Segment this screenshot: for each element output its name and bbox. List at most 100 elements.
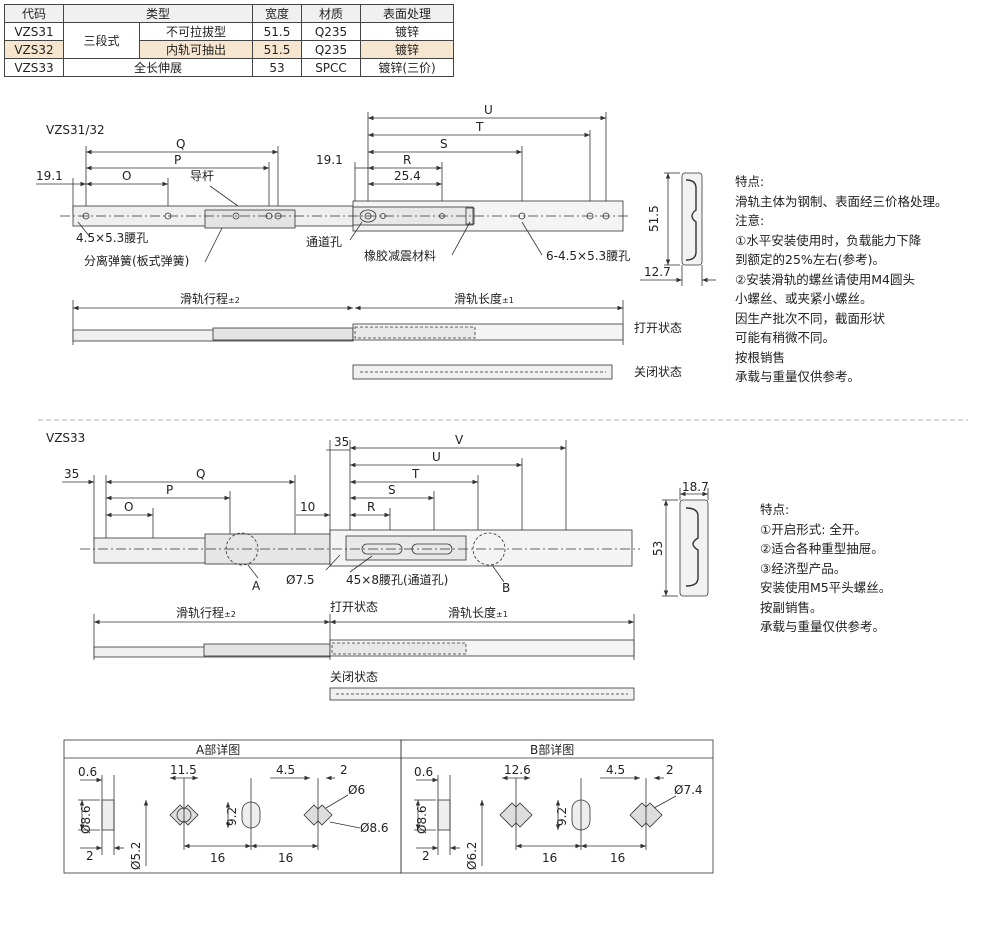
dim-U2: U bbox=[432, 450, 441, 464]
dim-R2: R bbox=[367, 500, 375, 514]
th-type: 类型 bbox=[63, 4, 253, 23]
note-line: 可能有稍微不同。 bbox=[735, 330, 836, 345]
fig1-title: VZS31/32 bbox=[46, 123, 105, 137]
dim-25-4: 25.4 bbox=[394, 169, 421, 183]
label-A: A bbox=[252, 579, 261, 593]
label-rubber: 橡胶减震材料 bbox=[364, 248, 436, 263]
dim-10: 10 bbox=[300, 500, 315, 514]
cell-material: Q235 bbox=[301, 22, 361, 41]
dim-dia-7-5: Ø7.5 bbox=[286, 573, 315, 587]
label-B: B bbox=[502, 581, 510, 595]
dim-P2: P bbox=[166, 483, 173, 497]
detail-b-0-6: 0.6 bbox=[414, 765, 433, 779]
detail-b-dia-7-4: Ø7.4 bbox=[674, 783, 703, 797]
note-line: ②适合各种重型抽屉。 bbox=[760, 541, 884, 556]
note-line: ②安装滑轨的螺丝请使用M4圆头 bbox=[735, 271, 915, 287]
cell-width: 53 bbox=[252, 58, 302, 77]
detail-a-16b: 16 bbox=[278, 851, 293, 865]
cell-width: 51.5 bbox=[252, 40, 302, 59]
note-line: 滑轨主体为钢制、表面经三价格处理。 bbox=[735, 193, 948, 209]
note-line: 到额定的25%左右(参考)。 bbox=[735, 252, 886, 267]
dim-51-5: 51.5 bbox=[647, 205, 661, 232]
dim-35-top: 35 bbox=[334, 435, 349, 449]
dim-T: T bbox=[475, 120, 484, 134]
th-width: 宽度 bbox=[252, 4, 302, 23]
dim-19-1-left: 19.1 bbox=[36, 169, 63, 183]
detail-b-12-6: 12.6 bbox=[504, 763, 531, 777]
cell-code: VZS32 bbox=[4, 40, 64, 59]
detail-a-title: A部详图 bbox=[196, 742, 240, 757]
note-line: ①开启形式: 全开。 bbox=[760, 521, 867, 537]
detail-a-16a: 16 bbox=[210, 851, 225, 865]
stroke-label: 滑轨行程±2 bbox=[180, 291, 240, 306]
label-slot-small: 4.5×5.3腰孔 bbox=[76, 231, 148, 245]
label-guide: 导杆 bbox=[190, 169, 214, 183]
detail-a-dia-5-2: Ø5.2 bbox=[129, 841, 143, 870]
length-text: 滑轨长度 bbox=[454, 291, 502, 306]
dim-18-7: 18.7 bbox=[682, 480, 709, 494]
dim-T2: T bbox=[411, 467, 420, 481]
note-line: 小螺丝、或夹紧小螺丝。 bbox=[735, 291, 873, 306]
detail-a-dia-8-6: Ø8.6 bbox=[79, 805, 93, 834]
dim-19-1-right: 19.1 bbox=[316, 153, 343, 167]
notes-vzs33: 特点: ①开启形式: 全开。 ②适合各种重型抽屉。 ③经济型产品。 安装使用M5… bbox=[760, 500, 891, 637]
dim-S2: S bbox=[388, 483, 396, 497]
length-tol: ±1 bbox=[502, 296, 514, 305]
dim-53: 53 bbox=[651, 541, 665, 556]
detail-b-2b: 2 bbox=[666, 763, 674, 777]
stroke-tol-2: ±2 bbox=[224, 610, 236, 619]
dim-35-left: 35 bbox=[64, 467, 79, 481]
length-label-2: 滑轨长度±1 bbox=[448, 605, 508, 620]
detail-a-dia-8-6b: Ø8.6 bbox=[360, 821, 389, 835]
stroke-label-2: 滑轨行程±2 bbox=[176, 605, 236, 620]
length-text-2: 滑轨长度 bbox=[448, 605, 496, 620]
detail-b-16a: 16 bbox=[542, 851, 557, 865]
label-slot-six: 6-4.5×5.3腰孔 bbox=[546, 249, 630, 263]
th-code: 代码 bbox=[4, 4, 64, 23]
detail-a-11-5: 11.5 bbox=[170, 763, 197, 777]
length-label: 滑轨长度±1 bbox=[454, 291, 514, 306]
cell-type: 不可拉拔型 bbox=[138, 22, 254, 41]
dim-P: P bbox=[174, 153, 181, 167]
label-access: 通道孔 bbox=[306, 235, 342, 249]
dim-S: S bbox=[440, 137, 448, 151]
dim-Q2: Q bbox=[196, 467, 205, 481]
detail-b-16b: 16 bbox=[610, 851, 625, 865]
cell-group: 三段式 bbox=[63, 22, 140, 59]
detail-b-4-5: 4.5 bbox=[606, 763, 625, 777]
stroke-tol: ±2 bbox=[228, 296, 240, 305]
cell-code: VZS33 bbox=[4, 58, 64, 77]
stroke-text-2: 滑轨行程 bbox=[176, 605, 224, 620]
detail-b-dia-8-6: Ø8.6 bbox=[415, 805, 429, 834]
dim-U: U bbox=[484, 103, 493, 117]
cell-type: 全长伸展 bbox=[63, 58, 253, 77]
cell-material: Q235 bbox=[301, 40, 361, 59]
detail-a-2b: 2 bbox=[340, 763, 348, 777]
note-line: 按副销售。 bbox=[760, 599, 823, 615]
detail-a-2: 2 bbox=[86, 849, 94, 863]
open-state-label: 打开状态 bbox=[634, 321, 682, 335]
dim-O: O bbox=[122, 169, 131, 183]
cell-surface: 镀锌 bbox=[360, 22, 454, 41]
dim-V: V bbox=[455, 433, 464, 447]
length-tol-2: ±1 bbox=[496, 610, 508, 619]
note-line: 注意: bbox=[735, 213, 765, 228]
note-line: ③经济型产品。 bbox=[760, 560, 847, 576]
dim-O2: O bbox=[124, 500, 133, 514]
label-spring: 分离弹簧(板式弹簧) bbox=[84, 253, 189, 268]
note-line: 特点: bbox=[735, 174, 765, 189]
note-line: 按根销售 bbox=[735, 349, 786, 365]
open-state-label-2: 打开状态 bbox=[330, 600, 378, 614]
table-row: VZS33 全长伸展 53 SPCC 镀锌(三价) bbox=[4, 58, 454, 77]
cell-surface: 镀锌(三价) bbox=[360, 58, 454, 77]
closed-state-label-2: 关闭状态 bbox=[330, 670, 378, 684]
table-header-row: 代码 类型 宽度 材质 表面处理 bbox=[4, 4, 454, 23]
note-line: 安装使用M5平头螺丝。 bbox=[760, 580, 892, 595]
stroke-text: 滑轨行程 bbox=[180, 291, 228, 306]
detail-b-9-2: 9.2 bbox=[555, 807, 569, 826]
note-line: ①水平安装使用时，负载能力下降 bbox=[735, 232, 922, 248]
th-surface: 表面处理 bbox=[360, 4, 454, 23]
detail-a-9-2: 9.2 bbox=[225, 807, 239, 826]
dim-12-7: 12.7 bbox=[644, 265, 671, 279]
